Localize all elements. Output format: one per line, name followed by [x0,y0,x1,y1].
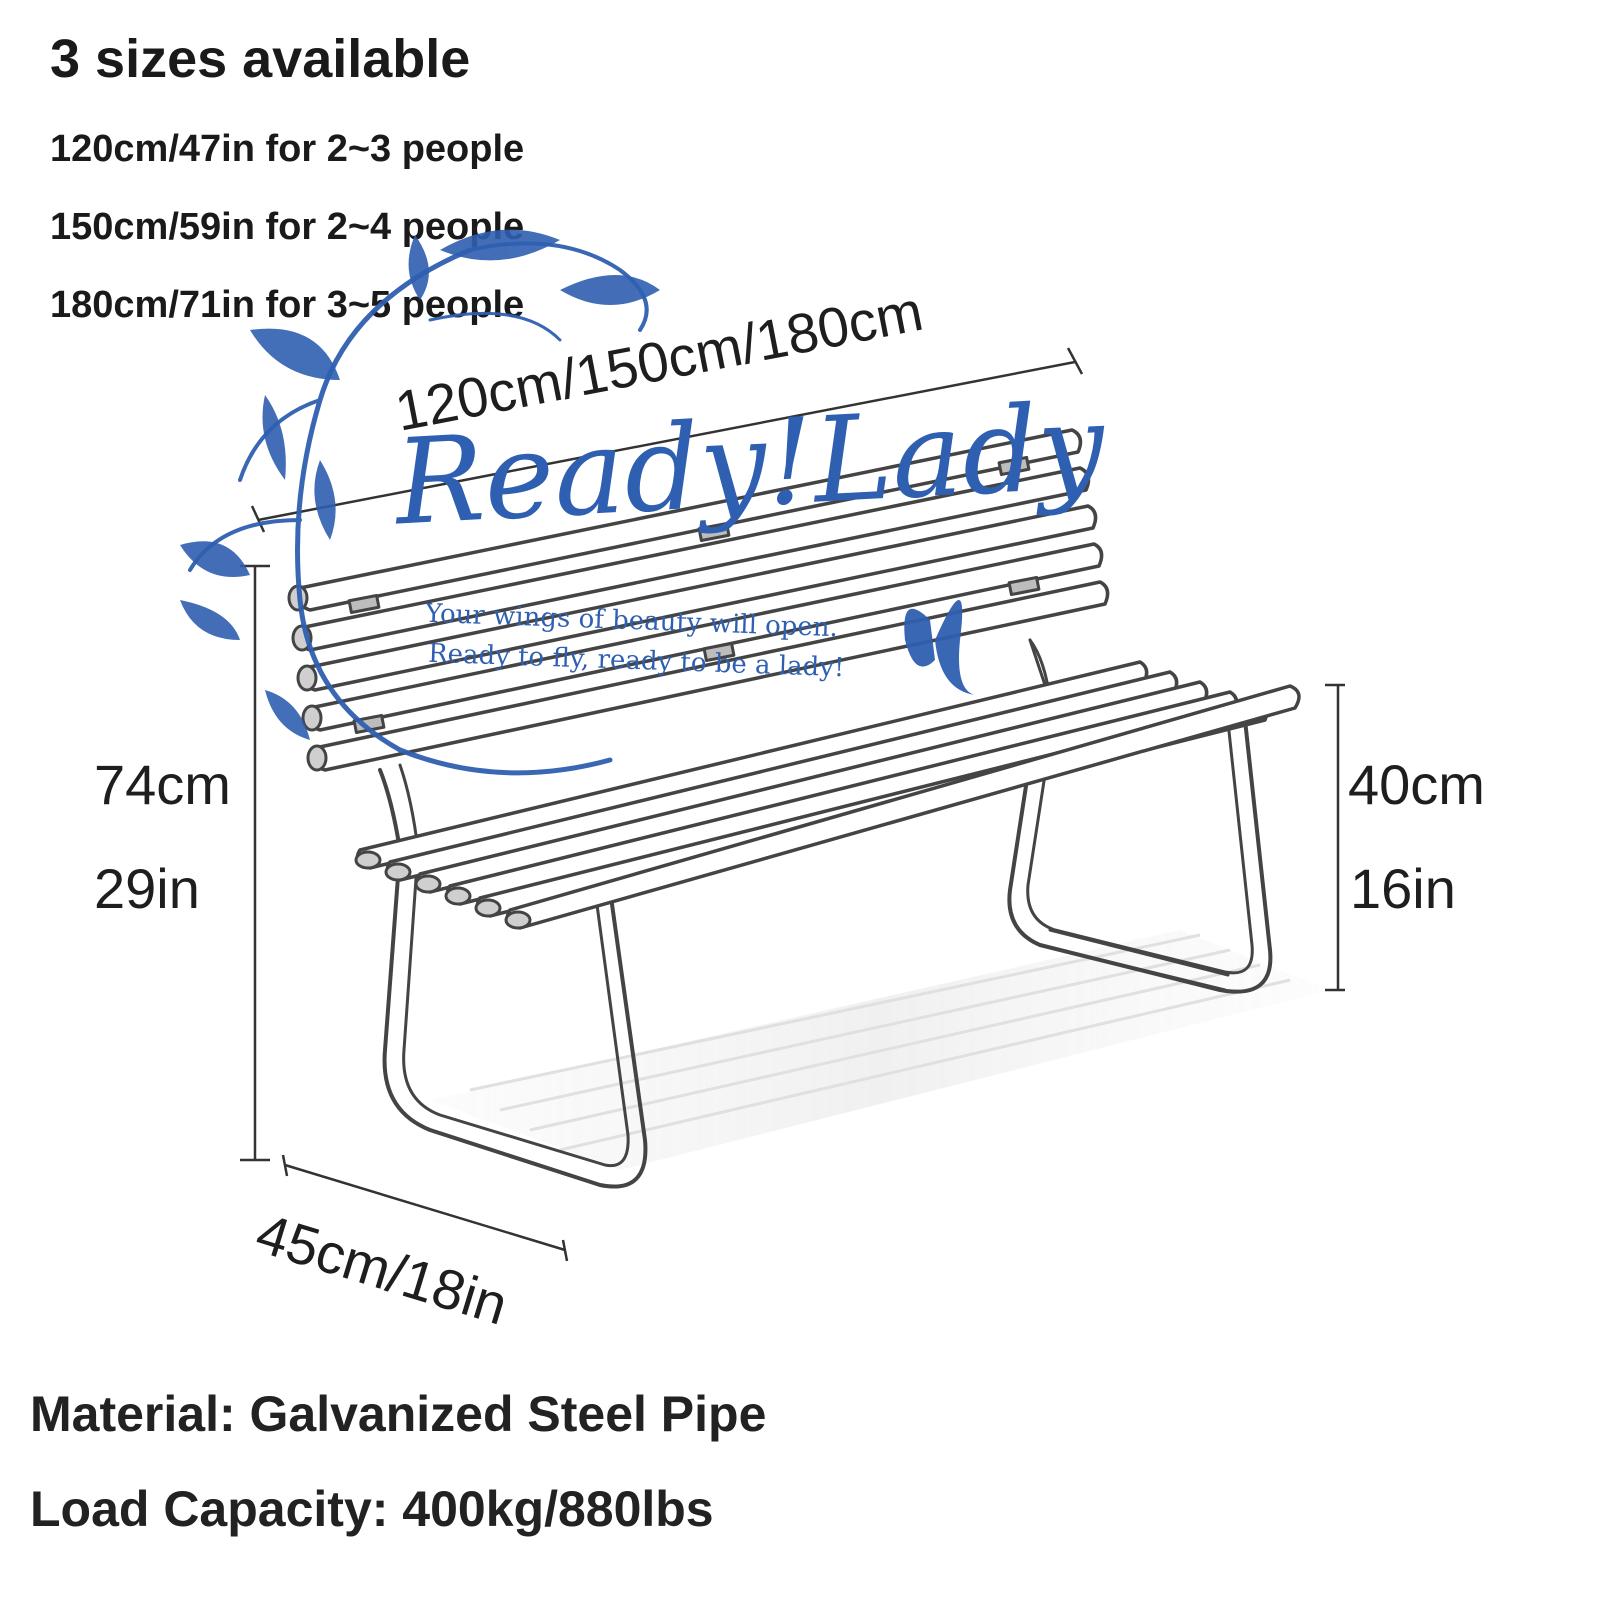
watermark-leaves [180,229,660,740]
total-height-in-label: 29in [94,857,200,920]
material-spec: Material: Galvanized Steel Pipe [30,1386,767,1442]
size-option-150: 150cm/59in for 2~4 people [50,206,525,248]
right-foot-rungs [1038,928,1230,992]
left-frame [378,768,648,1189]
depth-dimension-line [284,1163,566,1252]
load-capacity-spec: Load Capacity: 400kg/880lbs [30,1481,714,1537]
heading: 3 sizes available [50,29,471,89]
seat-slat-caps [354,850,532,930]
size-option-120: 120cm/47in for 2~3 people [50,128,525,170]
total-height-cm-label: 74cm [94,753,231,816]
butterfly-icon [904,600,975,695]
seat-height-cm-label: 40cm [1348,753,1485,816]
seat-slats [355,660,1301,930]
seat-height-in-label: 16in [1350,857,1456,920]
length-dimension-line [257,360,1076,522]
size-option-180: 180cm/71in for 3~5 people [50,284,525,326]
dimension-lines [240,347,1345,1262]
floor-shadow [430,930,1330,1170]
